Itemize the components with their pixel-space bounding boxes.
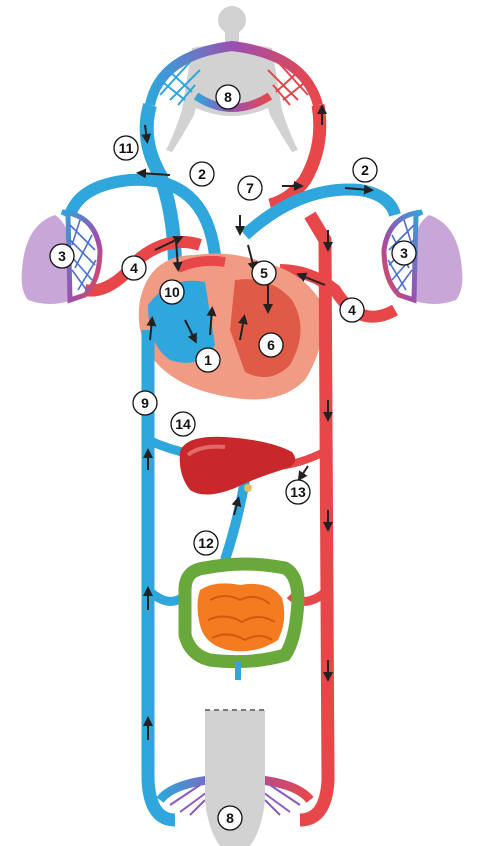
svg-text:13: 13: [290, 484, 306, 500]
svg-text:2: 2: [361, 162, 369, 178]
label-7: 7: [237, 175, 263, 201]
svg-text:11: 11: [119, 140, 134, 156]
svg-text:7: 7: [246, 180, 254, 196]
heart: [138, 253, 323, 400]
svg-text:8: 8: [226, 810, 234, 826]
svg-text:9: 9: [141, 395, 149, 411]
label-6: 6: [258, 332, 284, 358]
svg-text:3: 3: [400, 245, 408, 261]
svg-text:2: 2: [198, 166, 206, 182]
label-4-left: 4: [121, 255, 147, 281]
pulmonary-vein-right: [279, 264, 398, 323]
label-3-right: 3: [391, 240, 417, 266]
svg-text:4: 4: [130, 260, 138, 276]
inferior-vena-cava: [141, 330, 176, 827]
svg-text:6: 6: [267, 337, 275, 353]
label-8-top: 8: [215, 84, 241, 110]
label-2-left: 2: [189, 161, 215, 187]
pulmonary-artery-right: [240, 183, 401, 240]
label-8-bottom: 8: [217, 805, 243, 831]
svg-text:1: 1: [204, 352, 212, 368]
svg-text:3: 3: [58, 248, 66, 264]
label-9: 9: [132, 390, 158, 416]
svg-text:14: 14: [175, 416, 191, 432]
label-5: 5: [251, 260, 277, 286]
label-14: 14: [170, 411, 196, 437]
label-4-right: 4: [339, 297, 365, 323]
liver: [179, 436, 296, 495]
upper-artery: [268, 103, 327, 212]
label-1: 1: [195, 347, 221, 373]
svg-text:4: 4: [348, 302, 356, 318]
right-lung: [381, 209, 463, 304]
label-2-right: 2: [352, 157, 378, 183]
label-12: 12: [193, 530, 219, 556]
portal-vein: [220, 479, 250, 562]
svg-text:5: 5: [260, 265, 268, 281]
descending-aorta: [299, 211, 335, 827]
svg-text:12: 12: [198, 535, 214, 551]
pulmonary-artery-left: [64, 173, 221, 256]
label-3-left: 3: [49, 243, 75, 269]
intestines: [178, 557, 305, 680]
left-lung: [21, 209, 103, 304]
label-11: 11: [113, 135, 139, 161]
flow-arrows: [136, 104, 374, 740]
label-13: 13: [285, 479, 311, 505]
label-10: 10: [159, 279, 185, 305]
svg-text:8: 8: [224, 89, 232, 105]
svg-text:10: 10: [164, 284, 180, 300]
